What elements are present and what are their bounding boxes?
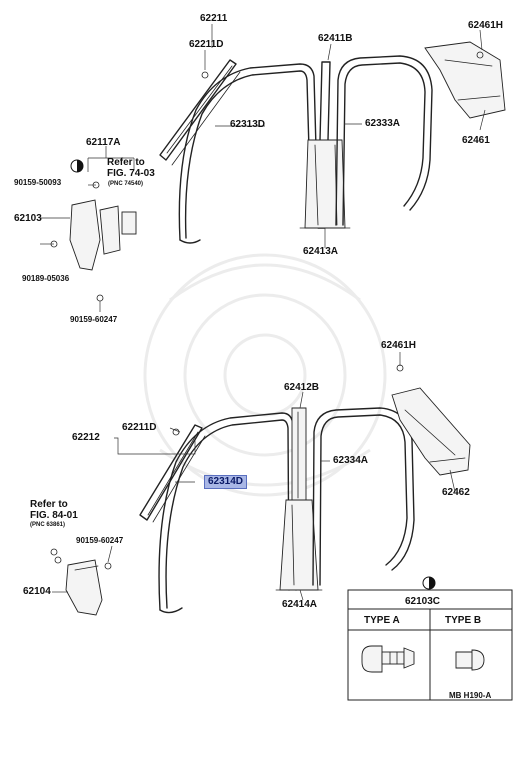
diagram-code: MB H190-A — [449, 691, 492, 700]
label-62461[interactable]: 62461 — [462, 135, 490, 146]
label-62412b[interactable]: 62412B — [284, 382, 320, 393]
label-62104[interactable]: 62104 — [23, 586, 51, 597]
label-90159-60247-bottom[interactable]: 90159-60247 — [76, 536, 124, 545]
top-rear-opening-strip — [335, 55, 433, 226]
label-62334a[interactable]: 62334A — [333, 455, 369, 466]
clip-table — [347, 589, 513, 701]
top-front-opening-strip — [178, 63, 319, 244]
label-62314d-highlighted[interactable]: 62314D — [204, 475, 248, 489]
refer-top-line3: (PNC 74540) — [108, 181, 144, 187]
refer-bottom-line1: Refer to — [30, 499, 68, 510]
label-62117a[interactable]: 62117A — [86, 137, 121, 148]
bottom-bracket-62104 — [50, 548, 112, 616]
clip-type-b-label: TYPE B — [445, 615, 482, 626]
clip-type-a-label: TYPE A — [364, 615, 400, 626]
label-62103[interactable]: 62103 — [14, 213, 42, 224]
refer-bottom-line2[interactable]: FIG. 84-01 — [30, 510, 78, 521]
watermark-emblem — [143, 253, 387, 497]
clip-type-a-drawing — [361, 645, 415, 673]
label-62414a[interactable]: 62414A — [282, 599, 318, 610]
half-circle-symbol-icon — [422, 576, 436, 590]
label-62462[interactable]: 62462 — [442, 487, 470, 498]
label-62212[interactable]: 62212 — [72, 432, 100, 443]
label-62461h[interactable]: 62461H — [468, 20, 504, 31]
label-90159-60247-top[interactable]: 90159-60247 — [70, 315, 118, 324]
label-62461h-bottom[interactable]: 62461H — [381, 340, 417, 351]
clip-type-b-drawing — [455, 649, 485, 671]
label-62211d[interactable]: 62211D — [189, 39, 224, 50]
label-90159-50093[interactable]: 90159-50093 — [14, 178, 62, 187]
clip-table-part-number[interactable]: 62103C — [405, 596, 441, 607]
label-62313d[interactable]: 62313D — [230, 119, 266, 130]
top-leaders — [40, 24, 486, 248]
bottom-center-pillar — [275, 407, 323, 591]
label-62211[interactable]: 62211 — [200, 13, 228, 24]
label-90189-05036[interactable]: 90189-05036 — [22, 274, 70, 283]
top-bracket-62103 — [40, 181, 137, 312]
bottom-rear-opening-strip — [312, 407, 415, 586]
refer-bottom-line3: (PNC 63861) — [30, 522, 66, 528]
bottom-quarter-trim — [391, 364, 471, 476]
label-62411b[interactable]: 62411B — [318, 33, 353, 44]
label-62413a[interactable]: 62413A — [303, 246, 339, 257]
label-62211d-bottom[interactable]: 62211D — [122, 422, 157, 433]
refer-top-line2[interactable]: FIG. 74-03 — [107, 168, 155, 179]
bottom-front-opening-strip — [158, 412, 297, 614]
top-quarter-trim — [424, 41, 506, 119]
refer-top-line1: Refer to — [107, 157, 145, 168]
top-center-pillar — [299, 61, 351, 229]
half-circle-symbol-icon — [70, 159, 84, 173]
label-62333a[interactable]: 62333A — [365, 118, 401, 129]
bottom-leaders — [52, 352, 456, 601]
